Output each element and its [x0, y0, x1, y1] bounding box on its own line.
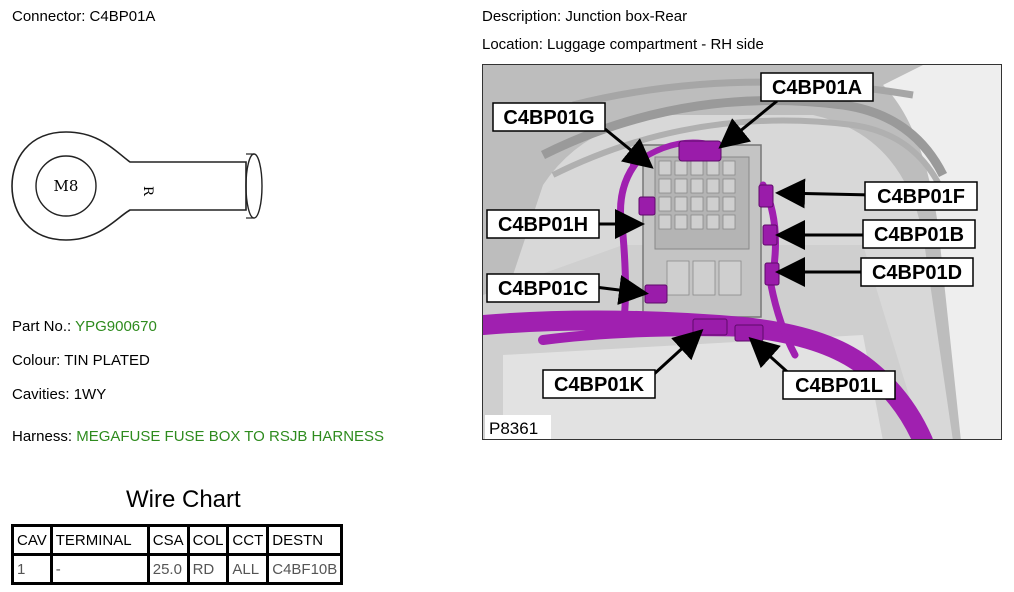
callout-c4bp01c: C4BP01C	[498, 278, 588, 300]
wire-chart-title: Wire Chart	[126, 486, 241, 513]
cell-col: RD	[186, 553, 230, 585]
part-number-line: Part No.: YPG900670	[12, 318, 157, 335]
callout-c4bp01k: C4BP01K	[554, 374, 645, 396]
callout-c4bp01a: C4BP01A	[772, 77, 862, 99]
harness-line: Harness: MEGAFUSE FUSE BOX TO RSJB HARNE…	[12, 428, 385, 445]
callout-c4bp01b: C4BP01B	[874, 224, 964, 246]
description-line: Description: Junction box-Rear	[482, 8, 688, 25]
cell-cav: 1	[11, 553, 53, 585]
connector-line: Connector: C4BP01A	[12, 8, 156, 25]
location-value: Luggage compartment - RH side	[547, 36, 764, 53]
callout-c4bp01g: C4BP01G	[503, 107, 594, 129]
connector-id: C4BP01A	[89, 8, 156, 25]
wire-chart-table: CAV TERMINAL CSA COL CCT DESTN 1 - 25.0 …	[11, 524, 344, 585]
callout-c4bp01d: C4BP01D	[872, 262, 962, 284]
part-number-value: YPG900670	[75, 318, 157, 335]
cavities-line: Cavities: 1WY	[12, 386, 107, 403]
photo-reference: P8361	[489, 419, 538, 438]
cell-destn: C4BF10B	[266, 553, 344, 585]
col-header-cct: CCT	[226, 524, 270, 556]
location-line: Location: Luggage compartment - RH side	[482, 36, 764, 53]
cell-csa: 25.0	[146, 553, 190, 585]
cell-cct: ALL	[226, 553, 270, 585]
table-row: 1 - 25.0 RD ALL C4BF10B	[11, 553, 344, 585]
colour-line: Colour: TIN PLATED	[12, 352, 150, 369]
col-header-cav: CAV	[11, 524, 53, 556]
harness-value: MEGAFUSE FUSE BOX TO RSJB HARNESS	[76, 428, 385, 445]
table-header-row: CAV TERMINAL CSA COL CCT DESTN	[11, 524, 344, 556]
callout-c4bp01f: C4BP01F	[877, 186, 965, 208]
cavities-value: 1WY	[73, 386, 107, 403]
col-header-col: COL	[186, 524, 230, 556]
col-header-terminal: TERMINAL	[49, 524, 150, 556]
cell-terminal: -	[49, 553, 150, 585]
description-value: Junction box-Rear	[565, 8, 688, 25]
location-photo: C4BP01A C4BP01G C4BP01F C4BP01H C4BP01B …	[482, 64, 1002, 440]
col-header-destn: DESTN	[266, 524, 344, 556]
terminal-rotated-mark: R	[140, 186, 155, 197]
callout-c4bp01h: C4BP01H	[498, 214, 588, 236]
junction-box-illustration: C4BP01A C4BP01G C4BP01F C4BP01H C4BP01B …	[483, 65, 1001, 439]
col-header-csa: CSA	[146, 524, 190, 556]
terminal-size-label: M8	[54, 177, 79, 195]
callout-c4bp01l: C4BP01L	[795, 375, 883, 397]
ring-terminal-drawing: M8 R	[11, 131, 263, 241]
colour-value: TIN PLATED	[64, 352, 150, 369]
